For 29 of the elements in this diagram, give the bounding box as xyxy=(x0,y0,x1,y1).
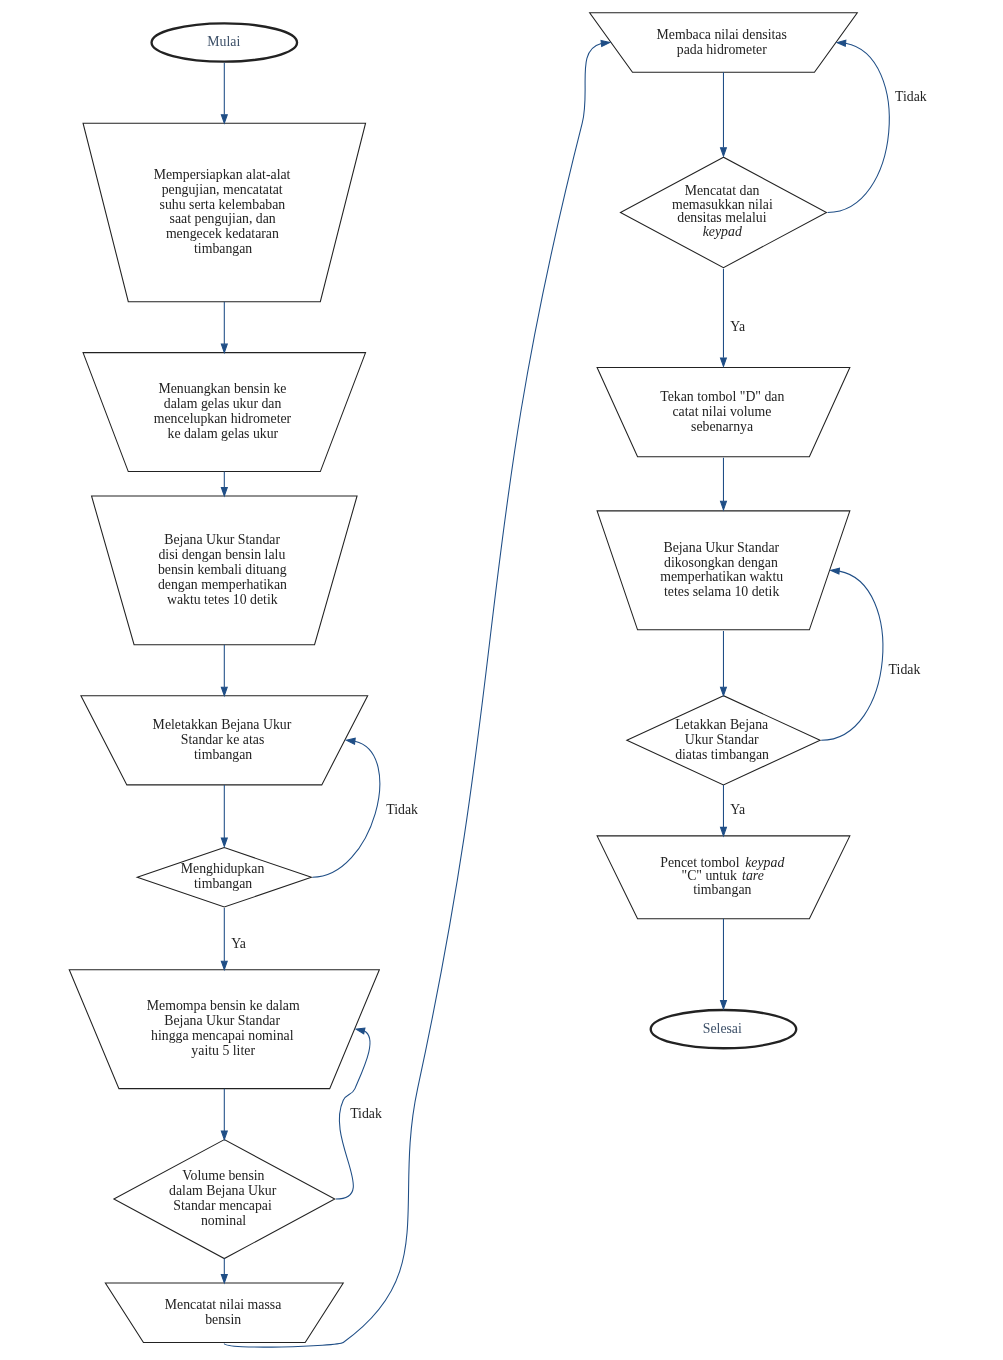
edge-label: Tidak xyxy=(386,801,418,817)
arrow xyxy=(335,1027,371,1200)
arrow xyxy=(719,71,728,158)
node-diamond: Menghidupkan timbangan xyxy=(135,847,314,908)
node-diamond: Volume bensin dalam Bejana Ukur Standar mencapai nominal xyxy=(112,1139,336,1260)
arrow xyxy=(220,62,229,125)
node-ellipse: Selesai xyxy=(649,1008,798,1050)
arrow xyxy=(311,737,381,878)
arrow xyxy=(220,784,229,849)
edge-label: Tidak xyxy=(888,661,921,677)
arrow xyxy=(220,1088,229,1142)
node-diamond: Mencatat dan memasukkan nilai densitas melalui keypad xyxy=(619,156,828,269)
edge-label: Ya xyxy=(231,935,246,951)
arrow xyxy=(719,268,728,369)
arrow xyxy=(719,918,728,1011)
edge-label: Ya xyxy=(730,801,746,817)
arrow xyxy=(827,39,890,213)
arrow xyxy=(719,457,728,512)
edge-label: Tidak xyxy=(350,1105,382,1121)
node-diamond: Letakkan Bejana Ukur Standar diatas timbangan xyxy=(625,695,822,786)
arrow xyxy=(719,630,728,698)
node-ellipse: Mulai xyxy=(150,22,299,63)
arrow xyxy=(719,784,728,838)
edge-label: Ya xyxy=(730,318,746,334)
arrow xyxy=(820,567,884,741)
arrow xyxy=(220,301,229,355)
arrow xyxy=(220,907,229,972)
edge-label: Tidak xyxy=(894,89,927,105)
arrow xyxy=(220,644,229,698)
